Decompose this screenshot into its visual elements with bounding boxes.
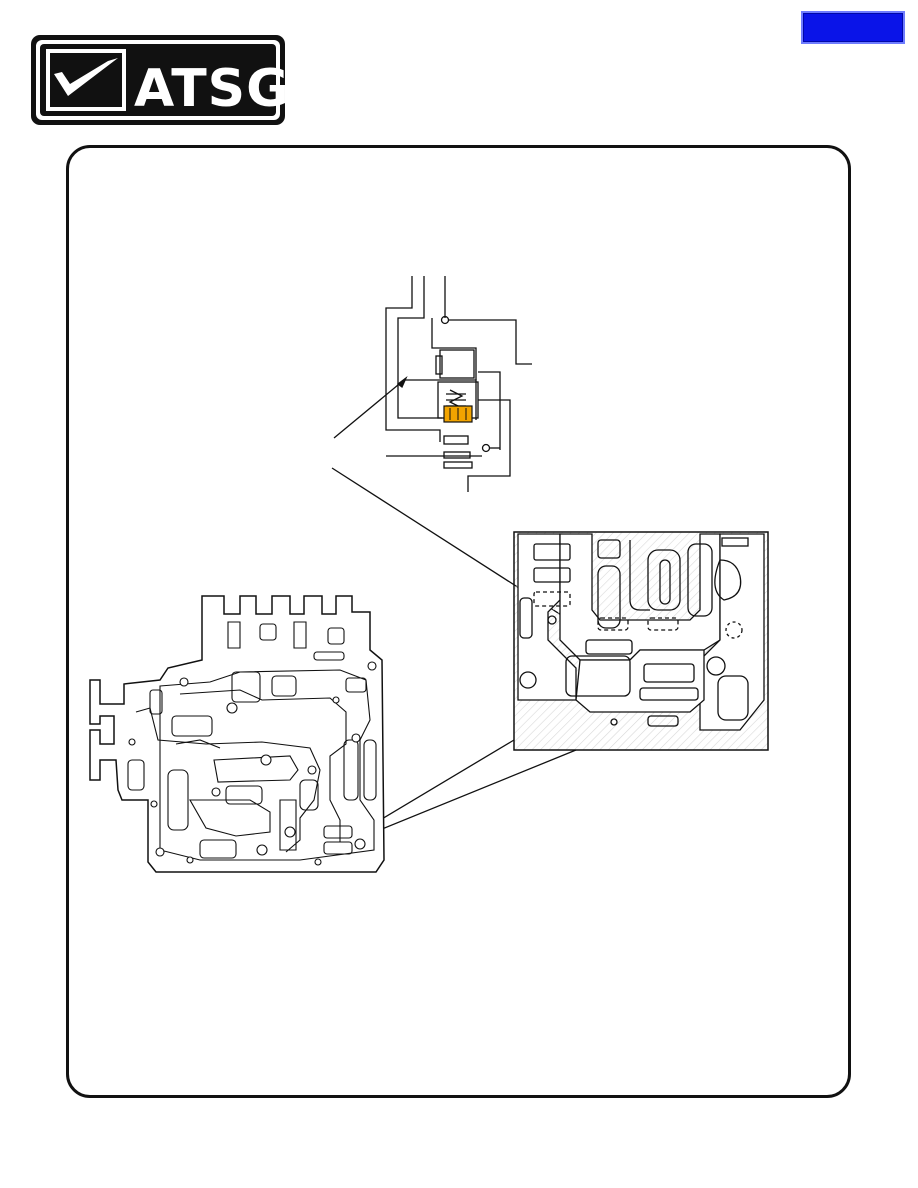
valve-schematic <box>385 276 532 492</box>
logo-text: ATSG <box>134 59 286 119</box>
checkmark-icon <box>50 53 122 107</box>
diagram-frame <box>66 145 851 1098</box>
atsg-logo: ATSG <box>31 35 286 125</box>
nav-button[interactable] <box>801 11 905 44</box>
zoomed-detail <box>513 531 769 751</box>
valve-body-plate <box>89 595 385 873</box>
